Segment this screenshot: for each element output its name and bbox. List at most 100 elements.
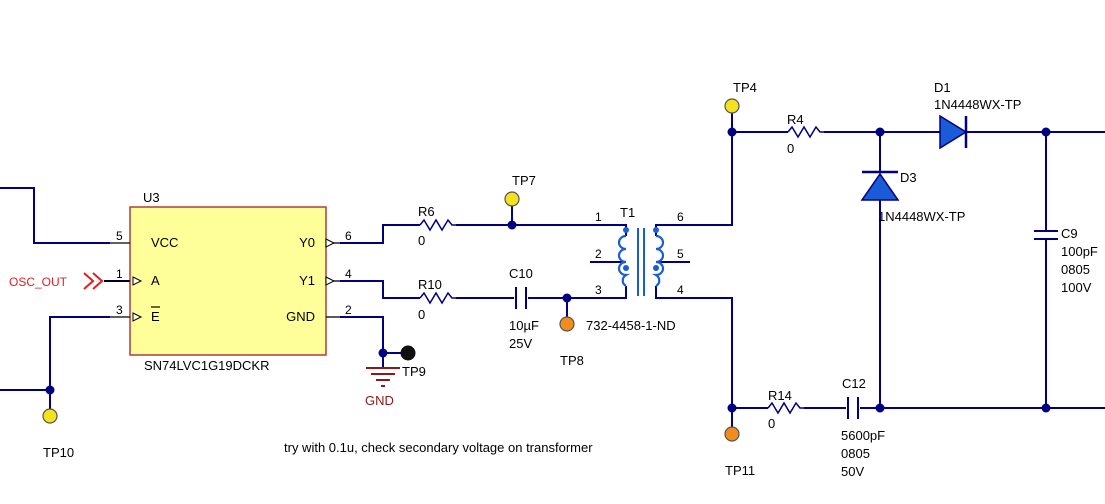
c12-package: 0805 (841, 446, 870, 461)
testpoint-tp8: TP8 (559, 316, 584, 368)
tp9-label: TP9 (402, 364, 426, 379)
tp8-label: TP8 (560, 353, 584, 368)
testpoint-tp7: TP7 (504, 173, 536, 207)
ic-part-number: SN74LVC1G19DCKR (144, 358, 269, 373)
resistor-r6: R6 0 (418, 204, 456, 248)
t1-lead-3 (614, 286, 627, 299)
junction-d3-top (875, 127, 885, 137)
testpoint-icon (504, 191, 520, 207)
r4-refdes: R4 (787, 112, 804, 127)
ic-refdes: U3 (143, 190, 160, 205)
testpoint-icon (724, 98, 740, 114)
pin-num-vcc: 5 (116, 229, 123, 243)
resistor-icon (419, 291, 456, 305)
r4-value: 0 (787, 141, 794, 156)
c10-rating: 25V (509, 336, 532, 351)
pin-name-vcc: VCC (151, 235, 178, 250)
osc-out-net: OSC_OUT (9, 272, 104, 290)
pin-y1-arrow-icon (325, 276, 336, 286)
c12-refdes: C12 (842, 376, 866, 391)
capacitor-c9: C9 100pF 0805 100V (1034, 226, 1098, 295)
pin-y0-arrow-icon (325, 238, 336, 248)
t1-dot-2 (623, 265, 629, 271)
pin-num-y0: 6 (345, 229, 352, 243)
wire-enable (0, 316, 110, 391)
tp7-label: TP7 (512, 173, 536, 188)
pin-name-gnd: GND (286, 309, 315, 324)
pin-num-y1: 4 (345, 267, 352, 281)
d1-part: 1N4448WX-TP (934, 97, 1021, 112)
t1-part-number: 732-4458-1-ND (586, 318, 676, 333)
wire-y1 (340, 280, 420, 299)
r6-refdes: R6 (418, 204, 435, 219)
r14-refdes: R14 (768, 388, 792, 403)
capacitor-c10: C10 10µF 25V (509, 266, 539, 351)
testpoint-icon (42, 408, 58, 424)
gnd-label: GND (365, 393, 394, 408)
testpoint-tp4: TP4 (724, 80, 757, 114)
r10-value: 0 (418, 307, 425, 322)
c9-package: 0805 (1061, 262, 1090, 277)
diode-d1: D1 1N4448WX-TP (934, 80, 1021, 150)
d3-refdes: D3 (900, 170, 917, 185)
t1-dot-1 (623, 227, 629, 233)
testpoint-tp9: TP9 (383, 345, 426, 379)
diode-d3: D3 1N4448WX-TP (860, 170, 965, 224)
c9-rating: 100V (1061, 280, 1092, 295)
osc-out-connector-icon (83, 272, 104, 290)
c10-refdes: C10 (509, 266, 533, 281)
pin-name-y0: Y0 (299, 235, 315, 250)
resistor-r14: R14 0 (767, 388, 804, 431)
junction-tp8 (562, 293, 572, 303)
transformer-secondary-coil-icon (651, 234, 665, 287)
testpoint-tp11: TP11 (724, 426, 755, 478)
t1-pin-5: 5 (677, 247, 684, 261)
t1-dot-6 (653, 227, 659, 233)
testpoint-tp10: TP10 (42, 408, 74, 460)
capacitor-c12: C12 5600pF 0805 50V (841, 376, 885, 479)
gnd-symbol: GND (365, 367, 400, 408)
junction-c9-bottom (1041, 403, 1051, 413)
c10-value: 10µF (509, 318, 539, 333)
testpoint-icon (559, 316, 575, 332)
pin-num-gnd: 2 (345, 303, 352, 317)
pin-name-a: A (151, 273, 160, 288)
r10-refdes: R10 (418, 277, 442, 292)
junction-tp11 (727, 403, 737, 413)
resistor-icon (787, 125, 824, 139)
junction-d3-bottom (875, 403, 885, 413)
design-note: try with 0.1u, check secondary voltage o… (284, 440, 593, 455)
testpoint-icon (400, 345, 416, 361)
c12-rating: 50V (841, 464, 864, 479)
wires (0, 112, 1105, 428)
junction-tp4 (727, 127, 737, 137)
c9-value: 100pF (1061, 244, 1098, 259)
wire-y0 (340, 224, 420, 244)
pin-num-a: 1 (116, 267, 123, 281)
c12-value: 5600pF (841, 428, 885, 443)
resistor-r10: R10 0 (418, 277, 456, 322)
r14-value: 0 (768, 416, 775, 431)
t1-pin-3: 3 (595, 283, 602, 297)
pin-num-e: 3 (116, 303, 123, 317)
junction-c9-top (1041, 127, 1051, 137)
pin-a-arrow-icon (132, 276, 143, 286)
wire-sec-bottom (668, 297, 768, 409)
t1-pin-4: 4 (677, 283, 684, 297)
ic-u3: U3 SN74LVC1G19DCKR 5 1 3 6 4 2 VCC A E Y… (104, 190, 352, 373)
d3-part: 1N4448WX-TP (878, 209, 965, 224)
junction-tp7 (507, 220, 517, 230)
diode-icon (860, 172, 900, 201)
wire-gnd-pin (340, 316, 402, 354)
tp4-label: TP4 (733, 80, 757, 95)
resistor-r4: R4 0 (787, 112, 824, 156)
pin-name-y1: Y1 (299, 273, 315, 288)
r6-value: 0 (418, 233, 425, 248)
t1-lead-4 (655, 286, 668, 299)
tp10-label: TP10 (43, 445, 74, 460)
c9-refdes: C9 (1061, 226, 1078, 241)
t1-refdes: T1 (620, 205, 635, 220)
resistor-icon (419, 218, 456, 232)
transformer-t1: T1 1 2 3 6 5 4 732-4458-1-ND (586, 205, 690, 333)
